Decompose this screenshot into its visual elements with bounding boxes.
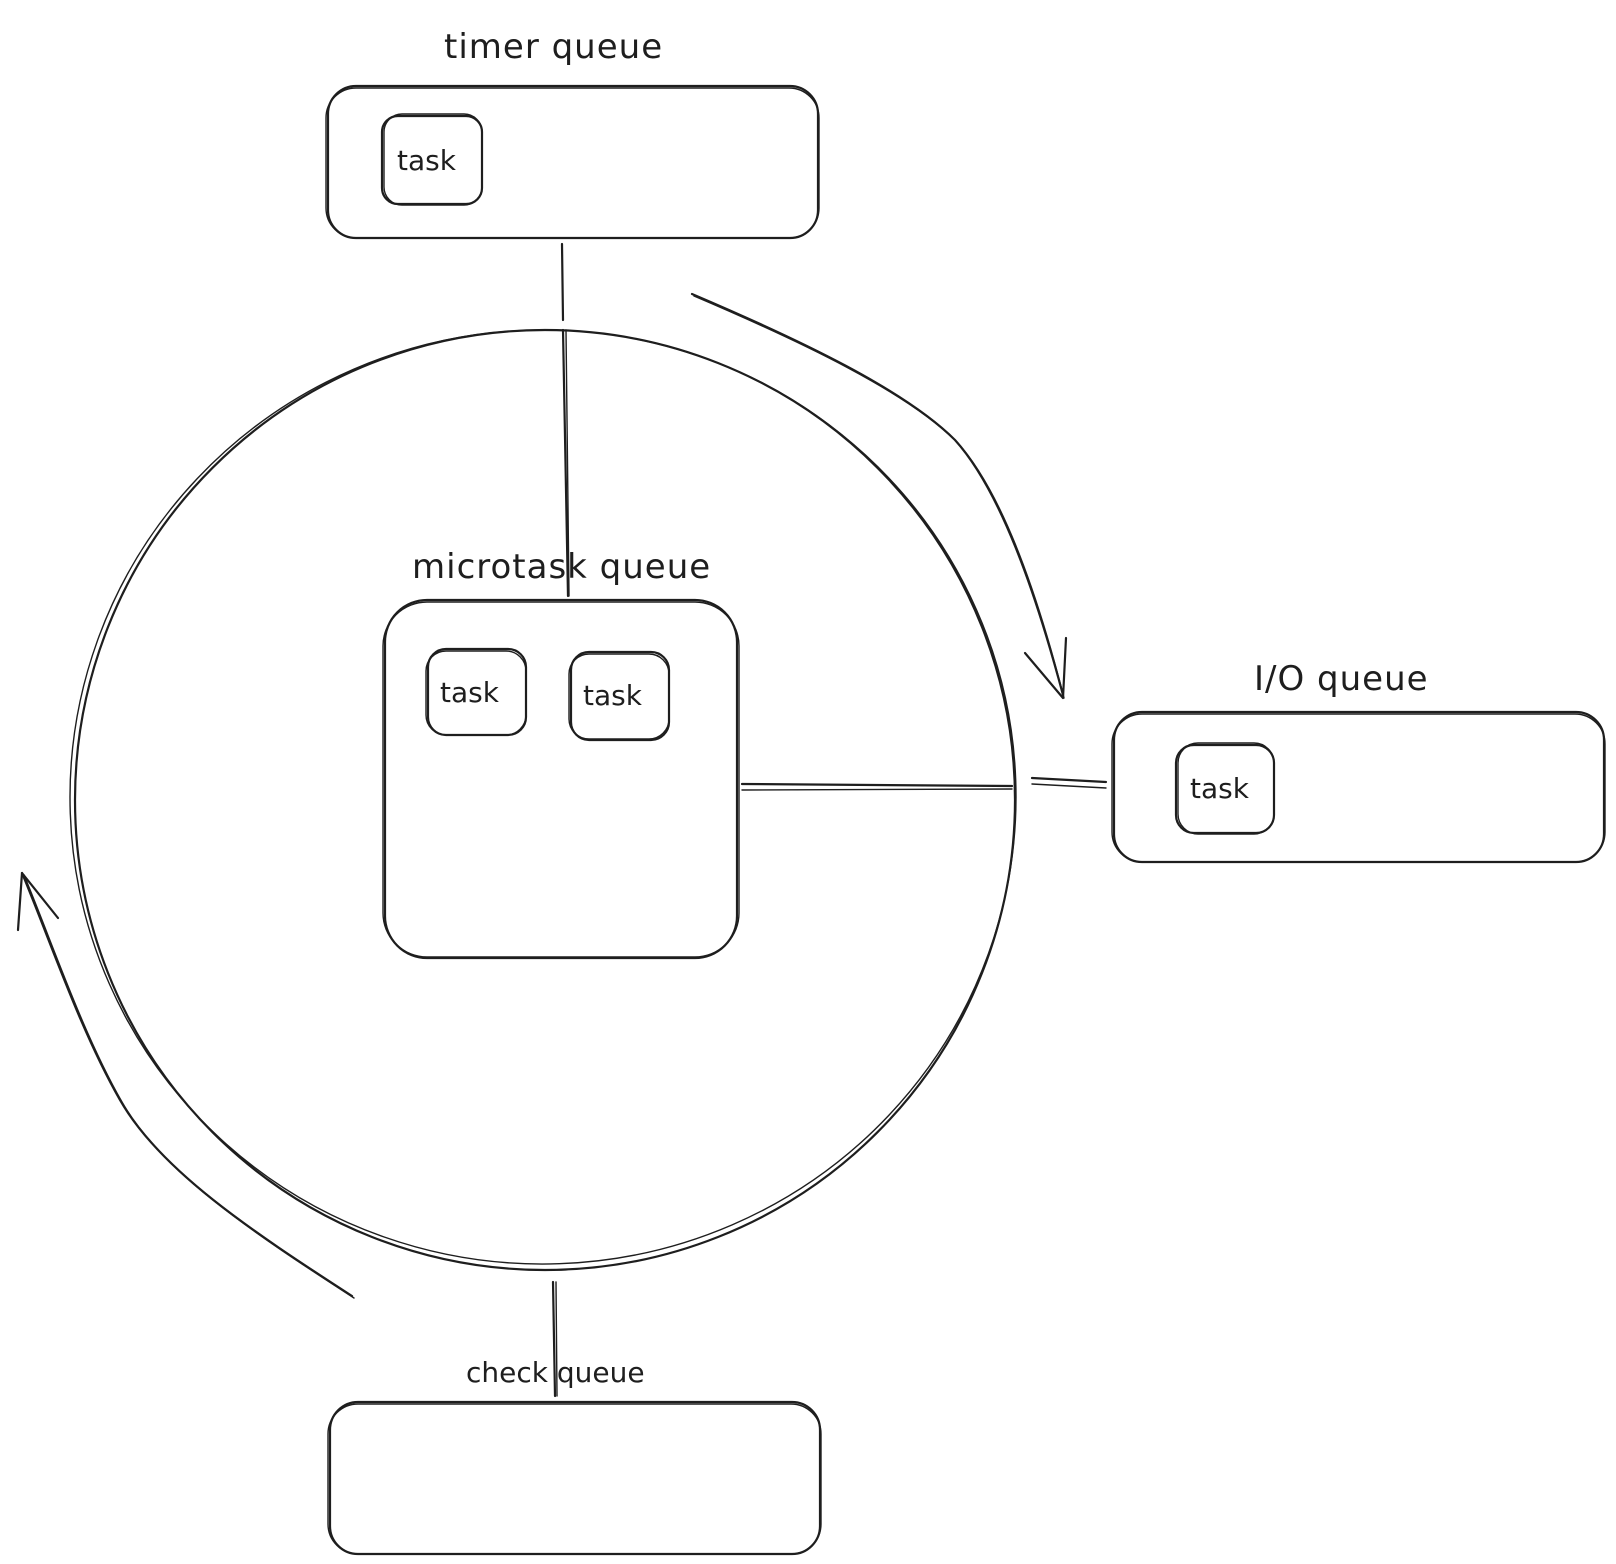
microtask-queue-task-2-label: task xyxy=(583,679,643,712)
io-queue: I/O queue task xyxy=(1111,659,1606,864)
timer-queue-task-label: task xyxy=(397,144,457,177)
circle-to-check-connector xyxy=(551,1280,558,1398)
io-queue-task: task xyxy=(1174,742,1276,835)
microtask-queue-task-1: task xyxy=(425,647,528,737)
timer-to-microtask-connector xyxy=(560,242,570,598)
microtask-queue-task-1-label: task xyxy=(440,676,500,709)
io-queue-label: I/O queue xyxy=(1254,659,1429,699)
microtask-queue-task-2: task xyxy=(568,650,671,742)
microtask-to-io-connector xyxy=(740,776,1108,791)
microtask-queue: microtask queue task task xyxy=(382,547,740,960)
timer-queue-task: task xyxy=(380,113,484,206)
arrow-check-to-left xyxy=(16,871,355,1299)
arrow-timer-to-io xyxy=(690,292,1068,700)
io-queue-box xyxy=(1112,710,1606,864)
io-queue-task-label: task xyxy=(1190,772,1250,805)
microtask-queue-label: microtask queue xyxy=(412,547,711,587)
check-queue-box xyxy=(328,1400,822,1556)
check-queue: check queue xyxy=(327,1356,822,1556)
microtask-queue-box xyxy=(383,598,739,960)
timer-queue-label: timer queue xyxy=(444,27,663,67)
check-queue-label: check queue xyxy=(466,1356,645,1389)
event-loop-circle xyxy=(69,328,1017,1272)
timer-queue: timer queue task xyxy=(325,27,820,240)
